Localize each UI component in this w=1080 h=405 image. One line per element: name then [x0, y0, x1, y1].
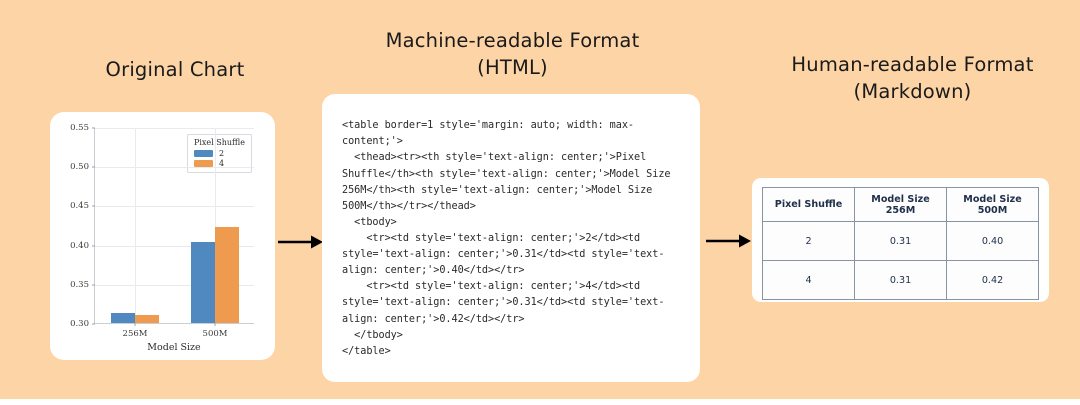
markdown-table-header-cell: Model Size 256M: [854, 187, 947, 222]
html-code-card: <table border=1 style='margin: auto; wid…: [322, 94, 700, 382]
chart-legend-label: 4: [218, 159, 225, 168]
chart-ytick-mark: [92, 323, 95, 325]
markdown-table-header-cell: Model Size 500M: [946, 187, 1039, 222]
middle-section-title-line2: (HTML): [477, 55, 548, 79]
chart-ytick-label: 0.35: [70, 279, 89, 290]
chart-ytick-mark: [92, 245, 95, 247]
chart-gridline: [95, 128, 254, 129]
chart-bar: [111, 312, 135, 323]
chart-bar: [215, 227, 239, 323]
chart-legend-title: Pixel Shuffle: [193, 138, 245, 147]
chart-ytick-mark: [92, 284, 95, 286]
right-section-title: Human-readable Format (Markdown): [760, 52, 1065, 106]
markdown-table-cell: 0.31: [854, 221, 947, 261]
middle-section-title: Machine-readable Format (HTML): [330, 28, 695, 82]
chart-ytick-label: 0.45: [70, 201, 89, 212]
arrow-chart-to-html: [278, 235, 323, 249]
chart-ytick-label: 0.55: [70, 123, 89, 133]
chart-gridline: [95, 245, 254, 247]
chart-legend-entry: 2: [193, 149, 245, 158]
chart-legend-label: 2: [218, 149, 225, 158]
markdown-table-cell: 0.42: [946, 260, 1039, 300]
chart-ytick-mark: [92, 166, 95, 168]
markdown-table-cell: 0.40: [946, 221, 1039, 261]
chart-ytick-mark: [92, 205, 95, 207]
markdown-table-cell: 2: [762, 221, 855, 261]
chart-xtick-label: 256M: [122, 329, 148, 339]
chart-xtick-mark: [214, 323, 216, 326]
chart-bar: [135, 315, 159, 323]
markdown-table-header-cell: Pixel Shuffle: [762, 187, 855, 222]
chart-bar: [191, 242, 215, 323]
chart-legend-swatch: [193, 150, 213, 157]
chart-ytick-mark: [92, 127, 95, 129]
chart-ytick-label: 0.30: [70, 319, 89, 329]
right-section-title-line2: (Markdown): [853, 79, 972, 103]
bottom-margin-strip: [0, 399, 1080, 405]
middle-section-title-line1: Machine-readable Format: [385, 29, 640, 52]
html-code-text: <table border=1 style='margin: auto; wid…: [342, 120, 671, 357]
chart-vertical-gridline: [215, 128, 216, 323]
chart-ytick-label: 0.50: [70, 162, 89, 173]
chart-ytick-label: 0.40: [70, 240, 89, 251]
chart-xaxis-title: Model Size: [147, 342, 201, 353]
chart-gridline: [95, 284, 254, 286]
chart-legend-swatch: [193, 160, 213, 167]
chart-vertical-gridline: [135, 128, 136, 323]
right-section-title-line1: Human-readable Format: [791, 53, 1034, 76]
left-section-title: Original Chart: [105, 58, 245, 81]
markdown-table-cell: 0.31: [854, 260, 947, 300]
chart-xtick-label: 500M: [202, 329, 228, 339]
chart-gridline: [95, 206, 254, 208]
chart-gridline: [95, 167, 254, 169]
chart-xtick-mark: [134, 323, 136, 326]
arrow-html-to-markdown: [706, 234, 751, 248]
markdown-table-cell: 4: [762, 260, 855, 300]
chart-legend-entry: 4: [193, 159, 245, 168]
